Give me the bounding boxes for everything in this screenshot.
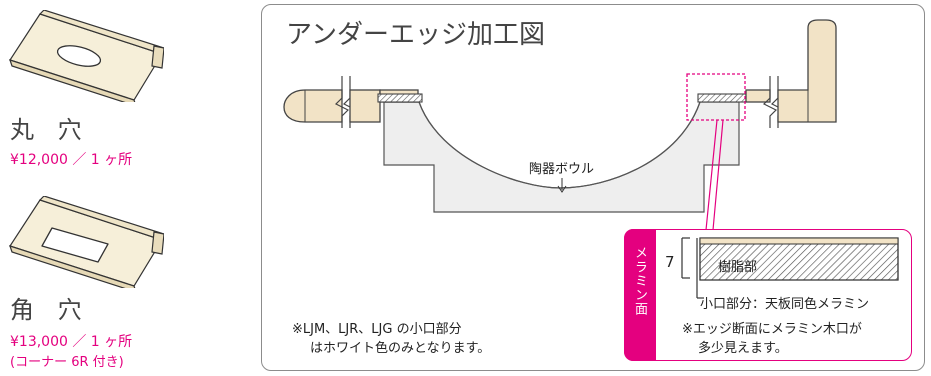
left-note-line-2: はホワイト色のみとなります。: [310, 341, 491, 356]
left-note-line-1: ※LJM、LJR、LJG の小口部分: [292, 322, 462, 337]
melamine-face-tab: [624, 229, 656, 361]
inset-note-line-2: 多少見えます。: [698, 341, 788, 356]
square-hole-counter-illustration: [9, 196, 164, 288]
round-hole-counter-illustration: [9, 10, 164, 102]
detail-highlight-box: [686, 73, 746, 121]
under-edge-diagram: [283, 19, 837, 231]
diagram-title: アンダーエッジ加工図: [286, 20, 545, 50]
inset-note: ※エッジ断面にメラミン木口が 多少見えます。: [682, 320, 862, 358]
edge-part-label: 小口部分：天板同色メラミン: [700, 297, 870, 312]
melamine-edge-detail: [681, 237, 899, 299]
round-hole-title: 丸 穴: [10, 116, 90, 144]
resin-part-label: 樹脂部: [718, 260, 758, 275]
melamine-face-label: メラミン面: [632, 246, 647, 316]
square-hole-price: ¥13,000 ／ 1 ヶ所: [10, 334, 133, 350]
inset-note-line-1: ※エッジ断面にメラミン木口が: [682, 322, 862, 337]
square-hole-note: (コーナー 6R 付き): [10, 355, 124, 370]
round-hole-price: ¥12,000 ／ 1 ヶ所: [10, 152, 133, 168]
thickness-dimension: 7: [665, 253, 675, 271]
ceramic-bowl: [383, 101, 740, 213]
ceramic-bowl-label: 陶器ボウル: [529, 162, 595, 177]
left-note: ※LJM、LJR、LJG の小口部分 はホワイト色のみとなります。: [292, 320, 490, 358]
left-countertop: [283, 89, 343, 123]
square-hole-title: 角 穴: [10, 296, 90, 324]
